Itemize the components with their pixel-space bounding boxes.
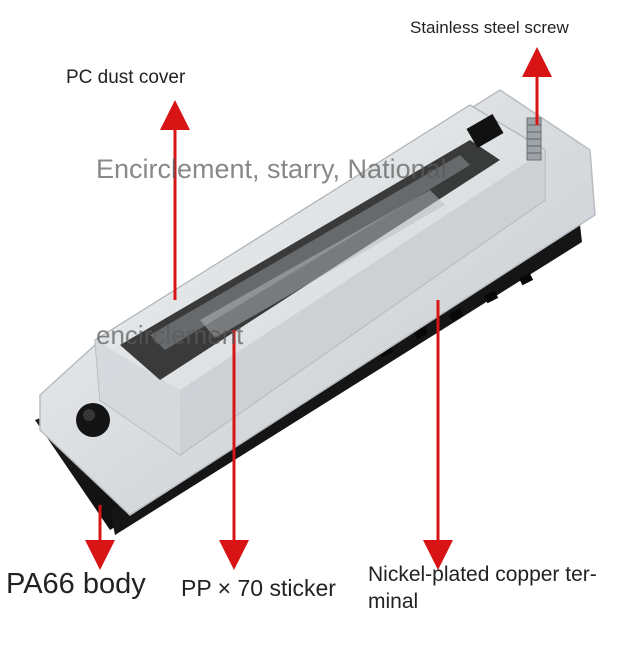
watermark-line-2: encirclement bbox=[96, 320, 244, 350]
dust-cover-label: PC dust cover bbox=[66, 67, 186, 88]
screw bbox=[526, 117, 542, 161]
watermark-line-1: Encirclement, starry, National bbox=[96, 154, 447, 184]
body-label: PA66 body bbox=[6, 568, 146, 600]
callout-arrows bbox=[85, 47, 552, 570]
black-cap bbox=[76, 403, 110, 437]
sticker-label: PP × 70 sticker bbox=[181, 575, 336, 601]
terminal-label-line2: minal bbox=[368, 590, 419, 613]
terminal-label-line1: Nickel-plated copper ter- bbox=[368, 563, 597, 586]
stainless-screw-label: Stainless steel screw bbox=[410, 18, 569, 37]
circuit-strip bbox=[120, 113, 504, 380]
